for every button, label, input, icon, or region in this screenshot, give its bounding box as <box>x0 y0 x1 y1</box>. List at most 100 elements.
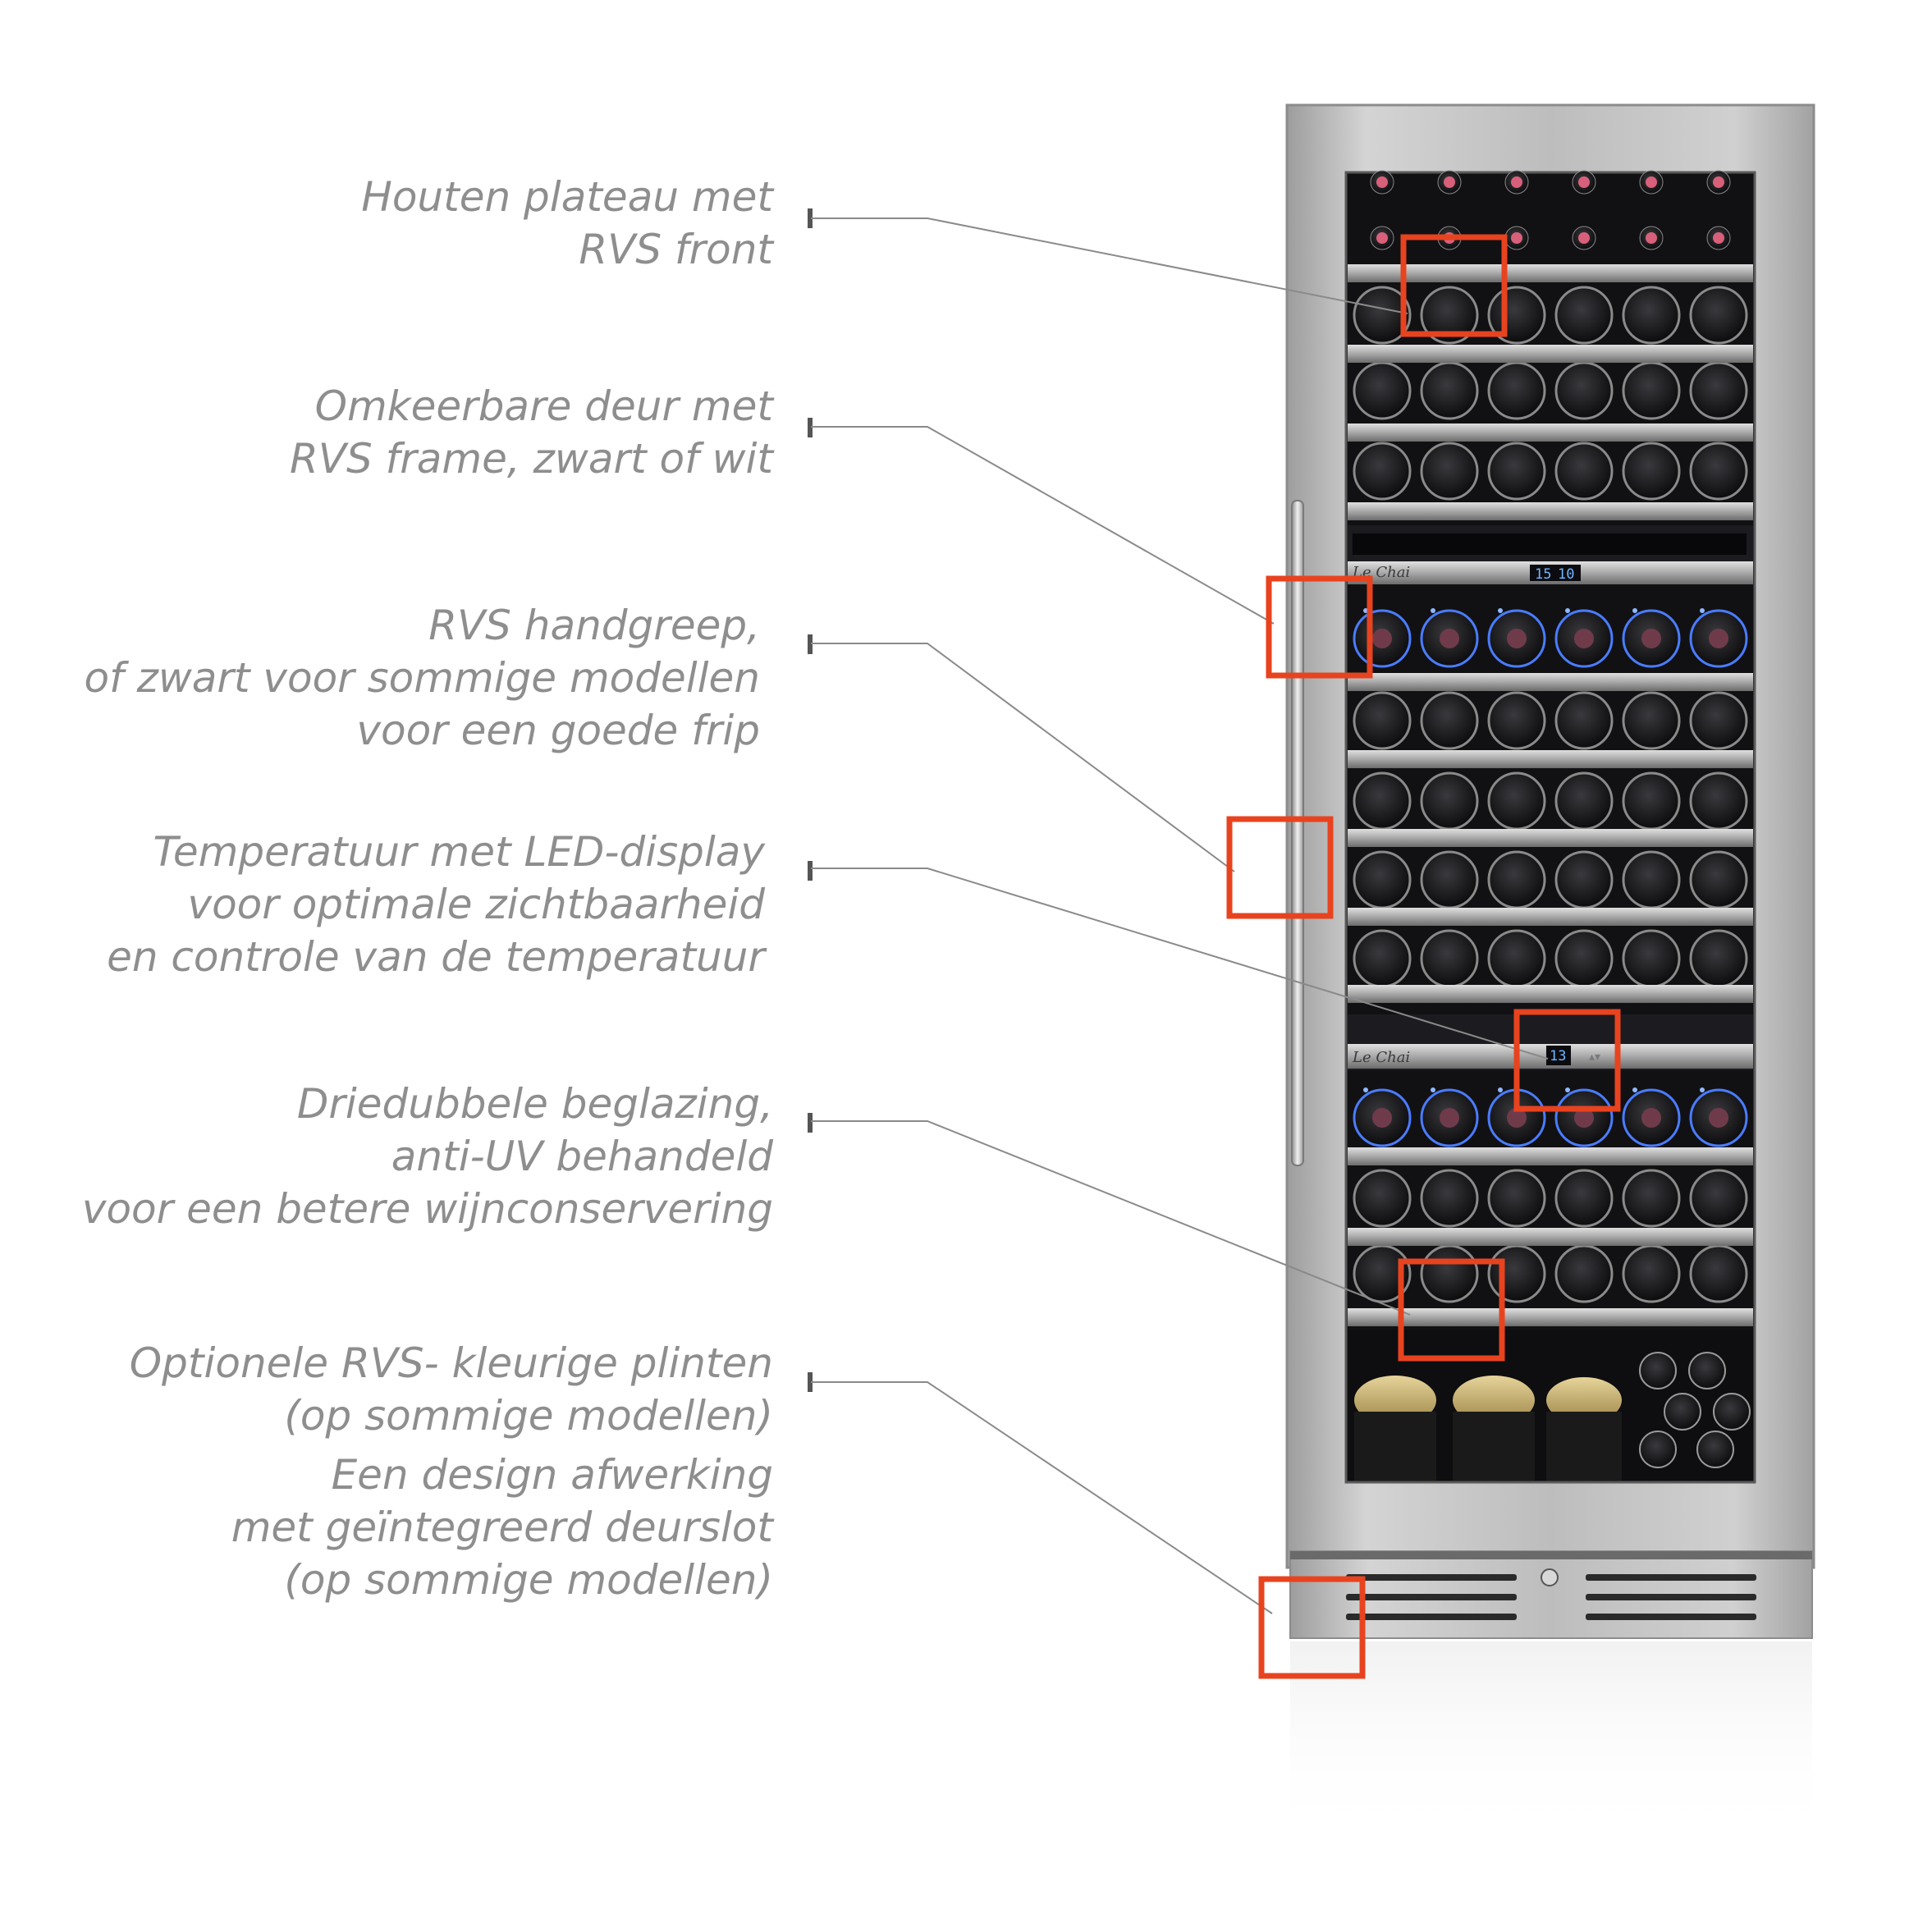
bottle <box>1487 1244 1546 1303</box>
bottle <box>1689 286 1748 345</box>
svg-text:▴▾: ▴▾ <box>1589 1051 1600 1064</box>
callout-display-line-3: en controle van de temperatuur <box>107 933 765 981</box>
callout-display-line-1: Temperatuur met LED-display <box>153 828 765 876</box>
vent-slot <box>1586 1574 1756 1581</box>
shelf-front <box>1348 423 1753 442</box>
shelf-front <box>1348 1308 1753 1326</box>
led-light <box>1431 1087 1435 1092</box>
vent-slot <box>1346 1574 1517 1581</box>
bottle <box>1353 442 1412 501</box>
callout-shelf-line-1: Houten plateau met <box>361 173 773 221</box>
bottle <box>1622 442 1681 501</box>
led-light <box>1431 608 1435 613</box>
bottle <box>1487 691 1546 750</box>
bottle <box>1420 771 1479 831</box>
vent-slot <box>1346 1594 1517 1600</box>
shelf-front <box>1348 985 1753 1003</box>
bottle <box>1487 929 1546 988</box>
shelf-front <box>1348 502 1753 520</box>
shelf-front <box>1348 264 1753 282</box>
bottle <box>1420 361 1479 420</box>
bottle-cap <box>1713 232 1724 244</box>
shelf-front <box>1348 345 1753 363</box>
bottle <box>1554 1169 1614 1228</box>
highlight-box <box>1513 1009 1621 1112</box>
bottle <box>1554 1244 1614 1303</box>
bottle-cap <box>1578 176 1590 188</box>
leader-tick <box>808 208 813 228</box>
bottle-cap <box>1641 629 1661 648</box>
bottle-cap <box>1713 176 1724 188</box>
shelf-front <box>1348 829 1753 847</box>
led-light <box>1565 1087 1570 1092</box>
leader-line <box>811 868 1549 1060</box>
callout-display-line-2: voor optimale zichtbaarheid <box>187 881 765 928</box>
bottle <box>1487 771 1546 831</box>
bottle-cap <box>1574 1108 1594 1128</box>
bottle-cap <box>1444 176 1455 188</box>
bottle <box>1420 850 1479 909</box>
vent-slot <box>1586 1614 1756 1620</box>
bottle <box>1420 1244 1479 1303</box>
vent-slot <box>1346 1614 1517 1620</box>
bottle-cap <box>1641 1108 1661 1128</box>
bottle <box>1487 1169 1546 1228</box>
callout-plinth: Optionele RVS- kleurige plinten (op somm… <box>130 1337 773 1606</box>
bottle-cap <box>1511 232 1522 244</box>
bottle-cap <box>1646 232 1657 244</box>
callout-plinth-line-3: Een design afwerking <box>331 1451 773 1499</box>
bottle <box>1689 361 1748 420</box>
bottle-cap <box>1372 1108 1392 1128</box>
highlight-box <box>1226 816 1334 919</box>
door-handle[interactable] <box>1291 500 1304 1166</box>
bottle-cap <box>1376 176 1388 188</box>
bottle <box>1554 771 1614 831</box>
bottle <box>1622 361 1681 420</box>
highlight-boxes <box>1226 234 1621 1679</box>
bottle <box>1353 850 1412 909</box>
callout-shelf-line-2: RVS front <box>579 226 773 273</box>
bottle <box>1689 850 1748 909</box>
bottle <box>1622 929 1681 988</box>
bottle-cap <box>1511 176 1522 188</box>
plinth <box>1289 1550 1813 1639</box>
shelf-front <box>1348 1147 1753 1165</box>
bottom-compartment <box>1348 1330 1753 1481</box>
callout-plinth-line-2: (op sommige modellen) <box>284 1392 773 1440</box>
led-light <box>1498 608 1503 613</box>
led-light <box>1363 1087 1368 1092</box>
bottle <box>1689 771 1748 831</box>
bottle <box>1487 442 1546 501</box>
bottle-cap <box>1440 629 1459 648</box>
leader-tick <box>808 1113 813 1133</box>
callout-display: Temperatuur met LED-display voor optimal… <box>107 826 765 983</box>
bottle <box>1622 1169 1681 1228</box>
callout-handle-line-3: voor een goede frip <box>356 707 760 754</box>
bottle-cap <box>1709 629 1728 648</box>
callout-door: Omkeerbare deur met RVS frame, zwart of … <box>290 380 773 485</box>
leader-line <box>811 217 1408 314</box>
shelf-front <box>1348 908 1753 926</box>
bottle <box>1420 929 1479 988</box>
leader-tick <box>808 634 813 654</box>
bottle-cap <box>1372 629 1392 648</box>
callout-shelf: Houten plateau met RVS front <box>361 171 773 276</box>
leader-tick <box>808 861 813 881</box>
bottle <box>1622 286 1681 345</box>
bottle <box>1689 691 1748 750</box>
bottle-cap <box>1507 1108 1527 1128</box>
shelf-front <box>1348 750 1753 768</box>
led-light <box>1700 608 1705 613</box>
leader-lines <box>808 208 1549 1614</box>
led-light <box>1632 608 1637 613</box>
bottle <box>1554 691 1614 750</box>
leader-tick <box>808 1372 813 1392</box>
leader-line <box>811 1120 1411 1316</box>
bottle <box>1622 1244 1681 1303</box>
lock-icon[interactable] <box>1541 1568 1559 1586</box>
upper-control-panel: Le Chai 15 10 <box>1348 525 1753 584</box>
led-light <box>1700 1087 1705 1092</box>
callout-handle-line-1: RVS handgreep, <box>428 602 760 649</box>
